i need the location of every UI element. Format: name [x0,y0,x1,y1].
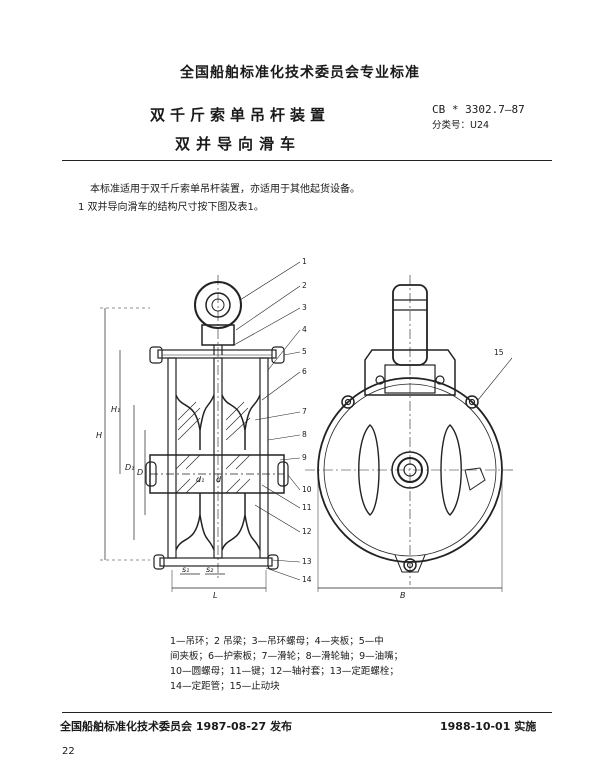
dim-d1: d₁ [196,475,204,484]
legend-line-1: 1—吊环；2 吊梁；3—吊环螺母；4—夹板；5—中 [170,636,384,647]
callout-8: 8 [302,430,307,439]
footer-divider [62,712,552,713]
dim-H: H [96,431,102,440]
dim-D: D [137,468,143,477]
dim-s2: s₂ [206,565,214,574]
header-divider [62,160,552,161]
organization-title: 全国船舶标准化技术委员会专业标准 [180,65,420,81]
dim-H1: H₁ [111,405,120,414]
callout-5: 5 [302,347,307,356]
callout-14: 14 [302,575,312,584]
callout-15: 15 [494,348,504,357]
scope-paragraph: 本标准适用于双千斤索单吊杆装置，亦适用于其他起货设备。 [90,184,360,195]
page-number: 22 [62,746,75,757]
callout-4: 4 [302,325,307,334]
legend-line-2: 间夹板；6—护索板；7—滑轮；8—滑轮轴；9—油嘴； [170,651,404,662]
clause-1-paragraph: 1 双并导向滑车的结构尺寸按下图及表1。 [78,202,264,213]
classification-number: 分类号：U24 [432,120,490,131]
legend-line-4: 14—定距管；15—止动块 [170,681,280,692]
side-view [305,275,515,592]
callout-7: 7 [302,407,307,416]
callout-10: 10 [302,485,312,494]
standard-title-line1: 双千斤索单吊杆装置 [150,106,331,124]
callout-13: 13 [302,557,312,566]
callout-11: 11 [302,503,312,512]
front-view [100,261,301,592]
standard-title-line2: 双并导向滑车 [175,135,302,153]
callout-2: 2 [302,281,307,290]
pulley-block-drawing: 1 2 3 4 5 6 7 8 9 10 11 12 13 14 15 H H₁… [96,257,515,600]
callout-1: 1 [302,257,307,266]
callout-12: 12 [302,527,312,536]
dim-d: d [216,475,222,484]
issue-date: 全国船舶标准化技术委员会 1987-08-27 发布 [60,720,293,733]
dim-D1: D₁ [125,463,134,472]
legend-line-3: 10—圆螺母；11—键；12—轴衬套；13—定距螺栓； [170,666,399,677]
dim-L: L [213,591,217,600]
callout-3: 3 [302,303,307,312]
callout-9: 9 [302,453,307,462]
dim-B: B [400,591,406,600]
effective-date: 1988-10-01 实施 [440,720,537,733]
dim-s1: s₁ [182,565,189,574]
callout-6: 6 [302,367,307,376]
standard-code: CB * 3302.7—87 [432,103,525,116]
